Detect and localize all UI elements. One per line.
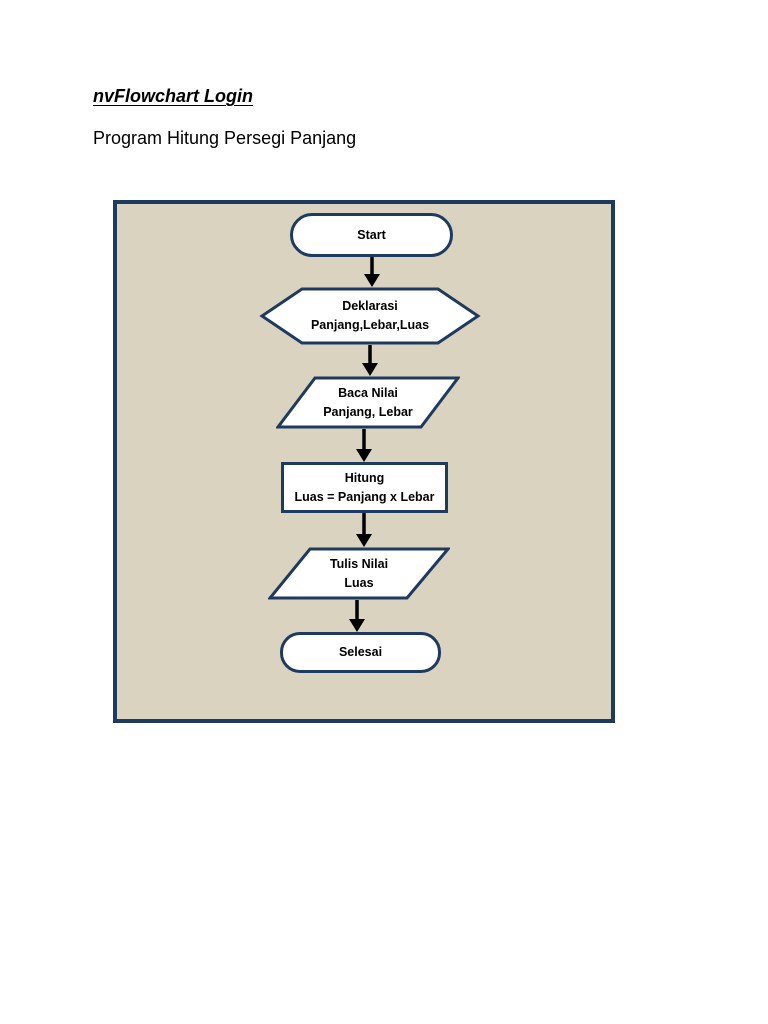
- node-label: Baca Nilai Panjang, Lebar: [323, 384, 413, 422]
- node-label: Hitung Luas = Panjang x Lebar: [295, 469, 435, 507]
- flow-arrow: [354, 513, 374, 547]
- node-label: Selesai: [339, 643, 382, 662]
- flow-node-selesai: Selesai: [280, 632, 441, 673]
- node-label: Tulis Nilai Luas: [330, 555, 388, 593]
- page-title: nvFlowchart Login: [93, 86, 253, 106]
- parallelogram-shape: [276, 376, 460, 429]
- parallelogram-shape: [268, 547, 450, 600]
- flow-node-tulis-nilai: Tulis Nilai Luas: [268, 547, 450, 600]
- node-label: Start: [357, 226, 385, 245]
- page-subtitle: Program Hitung Persegi Panjang: [93, 128, 357, 148]
- arrow-down-icon: [349, 600, 365, 632]
- flow-arrow: [347, 600, 367, 632]
- flow-node-start: Start: [290, 213, 453, 257]
- node-label-line: Baca Nilai: [338, 385, 398, 400]
- node-label-line: Panjang,Lebar,Luas: [310, 318, 430, 332]
- node-label-line: Tulis Nilai: [329, 556, 389, 571]
- node-label-line: Luas: [344, 575, 374, 590]
- arrow-down-icon: [356, 513, 372, 547]
- arrow-down-icon: [362, 345, 378, 376]
- node-label-line: Hitung: [344, 470, 385, 485]
- node-label-line: Start: [357, 227, 386, 242]
- flow-node-deklarasi: Deklarasi Panjang,Lebar,Luas: [259, 287, 481, 345]
- node-label-line: Panjang, Lebar: [323, 404, 413, 419]
- flow-node-hitung: Hitung Luas = Panjang x Lebar: [281, 462, 448, 513]
- arrow-down-icon: [356, 429, 372, 462]
- arrow-down-icon: [364, 257, 380, 287]
- node-label-line: Selesai: [338, 645, 383, 659]
- hexagon-shape: [259, 287, 481, 345]
- node-label: Deklarasi Panjang,Lebar,Luas: [311, 297, 429, 335]
- flow-node-baca-nilai: Baca Nilai Panjang, Lebar: [276, 376, 460, 429]
- flow-arrow: [362, 257, 382, 287]
- node-label-line: Deklarasi: [342, 299, 398, 313]
- flow-arrow: [354, 429, 374, 462]
- flowchart-canvas: Start Deklarasi Panjang,Lebar,Luas: [113, 200, 615, 723]
- flow-arrow: [360, 345, 380, 376]
- node-label-line: Luas = Panjang x Lebar: [294, 489, 435, 504]
